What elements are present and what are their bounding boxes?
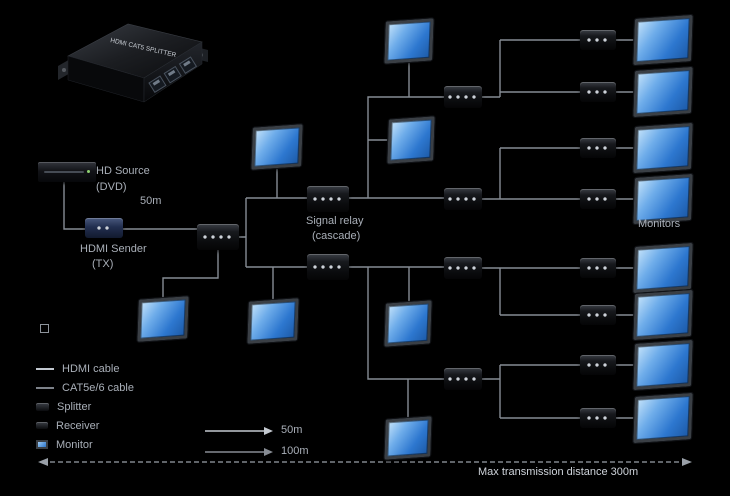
legend-marker-square	[40, 324, 49, 333]
tx-label-line1: HDMI Sender	[80, 243, 147, 255]
monitor	[632, 391, 694, 445]
legend-item-label: Receiver	[56, 419, 100, 432]
receiver-box	[580, 258, 616, 278]
splitter-box	[444, 188, 482, 210]
source-label-line2: (DVD)	[96, 181, 127, 193]
legend-item: CAT5e/6 cable	[36, 381, 134, 394]
receiver-box	[580, 355, 616, 375]
monitor	[136, 295, 190, 343]
legend-item: Splitter	[36, 400, 134, 413]
monitor	[246, 297, 300, 345]
tx-label-line2: (TX)	[92, 258, 114, 270]
hdmi-sender-box	[85, 218, 123, 238]
receiver-box	[580, 305, 616, 325]
monitor	[632, 172, 694, 226]
monitor	[632, 241, 694, 295]
screw-hole	[62, 68, 66, 72]
monitor	[383, 415, 433, 461]
monitor	[250, 123, 304, 171]
receiver-icon	[36, 422, 48, 429]
legend-item-label: HDMI cable	[62, 362, 120, 375]
splitter-box	[444, 368, 482, 390]
signal-wires	[63, 39, 634, 419]
total-span-arrow	[38, 458, 692, 466]
distance-arrow-50m	[205, 427, 273, 435]
receiver-box	[580, 30, 616, 50]
receiver-box	[580, 189, 616, 209]
receiver-box	[580, 408, 616, 428]
monitor	[383, 299, 433, 348]
legend: HDMI cable CAT5e/6 cable Splitter Receiv…	[36, 362, 134, 451]
source-label-line1: HD Source	[96, 165, 150, 177]
monitor	[632, 65, 694, 119]
splitter-icon	[36, 402, 49, 411]
monitor	[632, 288, 694, 342]
splitter-box	[444, 86, 482, 108]
monitor	[632, 13, 694, 67]
receiver-box	[580, 82, 616, 102]
legend-item-label: Monitor	[56, 438, 93, 451]
monitor-icon	[36, 440, 48, 449]
arrow-100m-label: 100m	[281, 445, 309, 457]
monitor	[386, 115, 436, 165]
source-player-device	[38, 162, 96, 182]
arrow-50m-label: 50m	[281, 424, 303, 436]
splitter-box	[197, 224, 239, 250]
monitor	[632, 121, 694, 175]
relay-label-line2: (cascade)	[312, 230, 361, 242]
cat5-line-icon	[36, 386, 54, 389]
monitor	[632, 338, 694, 392]
receiver-box	[580, 138, 616, 158]
legend-item: HDMI cable	[36, 362, 134, 375]
rj45-ports	[148, 56, 198, 94]
splitter-box	[307, 254, 349, 280]
relay-label-line1: Signal relay	[306, 215, 364, 227]
splitter-box	[307, 186, 349, 212]
legend-item: Receiver	[36, 419, 134, 432]
total-distance-label: Max transmission distance 300m	[478, 466, 639, 478]
hdmi-line-icon	[36, 367, 54, 370]
splitter-box	[444, 257, 482, 279]
monitor	[383, 17, 435, 65]
legend-item-label: Splitter	[57, 400, 92, 413]
legend-item-label: CAT5e/6 cable	[62, 381, 134, 394]
legend-item: Monitor	[36, 438, 134, 451]
distance-arrow-100m	[205, 448, 273, 456]
cat5-splitter-device: HDMI CAT5 SPLITTER	[58, 23, 208, 103]
monitors-note-label: Monitors	[638, 218, 681, 230]
segment-50m-label: 50m	[140, 195, 162, 207]
